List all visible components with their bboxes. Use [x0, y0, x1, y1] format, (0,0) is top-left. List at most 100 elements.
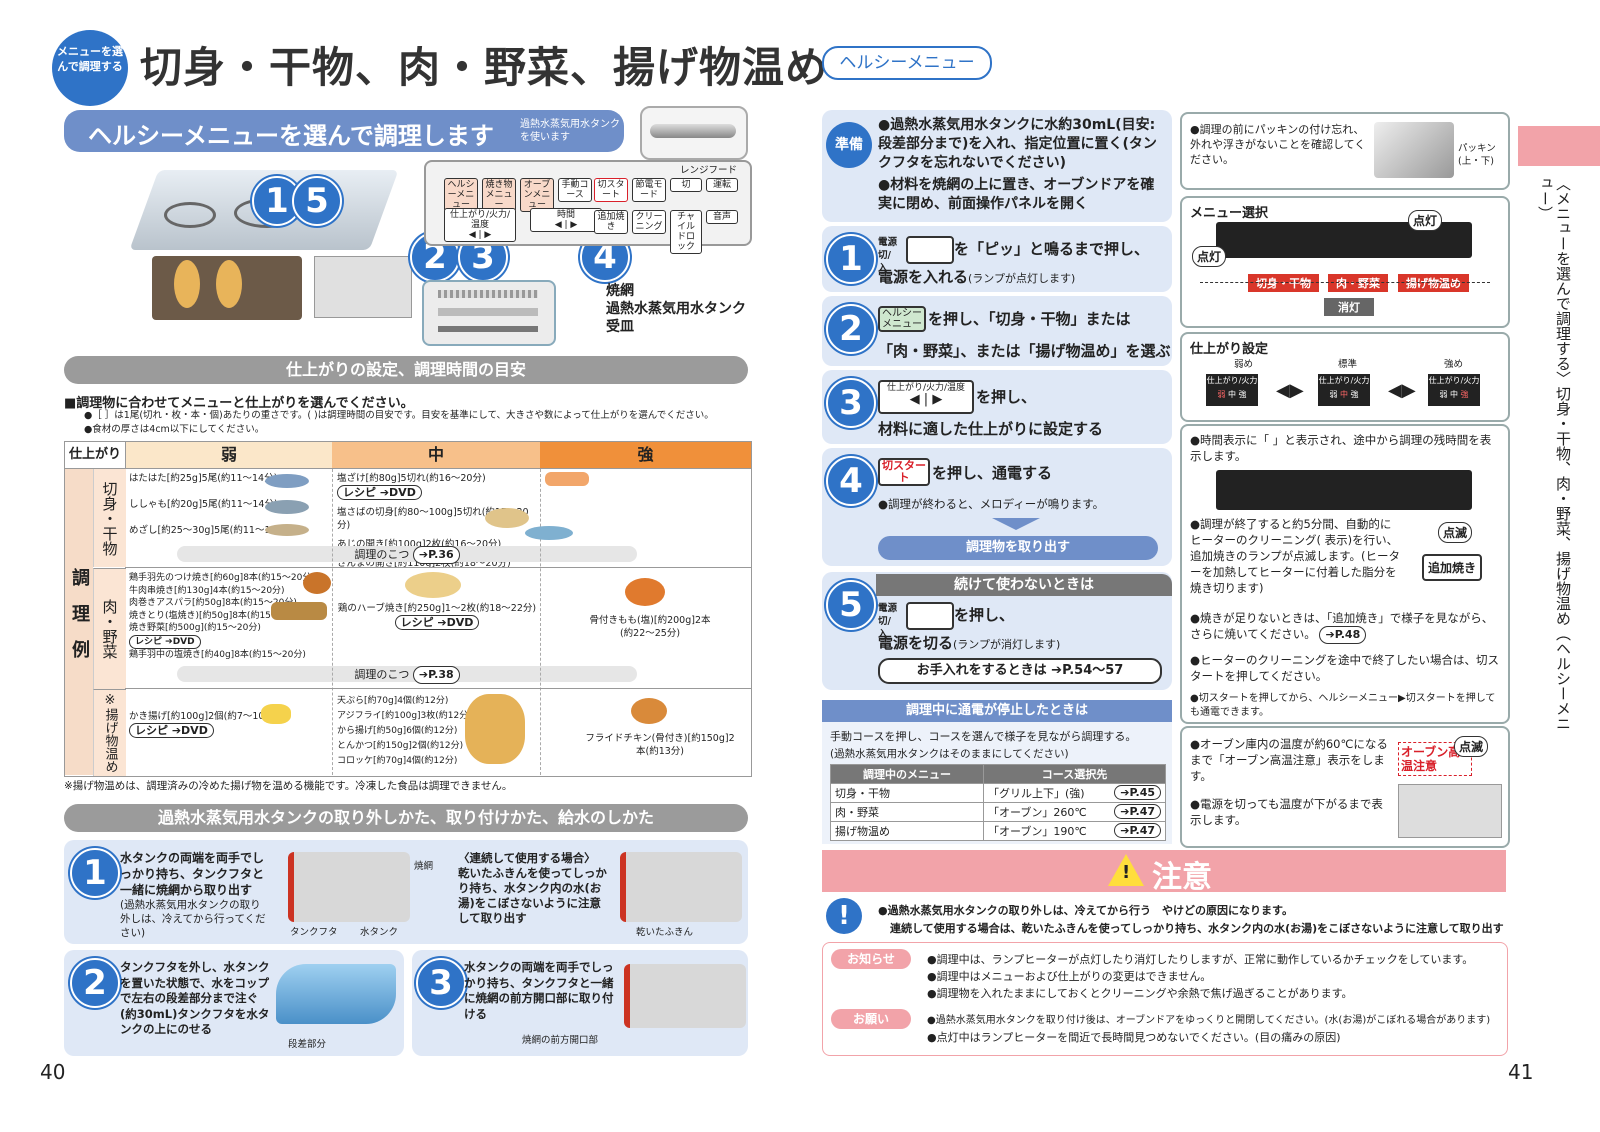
oven-label-tray: 受皿 — [606, 319, 634, 335]
recipe-dvd-badge[interactable]: レシピ ➔DVD — [337, 485, 422, 500]
step-number: 2 — [70, 958, 120, 1008]
page-number-right: 41 — [1508, 1060, 1534, 1084]
finish-key[interactable]: 仕上がり/火力/温度◀ | ▶ — [878, 380, 974, 414]
fish-tip-bar: 調理のこつ ➔P.36 — [177, 546, 637, 564]
page-title: 切身・干物、肉・野菜、揚げ物温め — [140, 43, 829, 92]
recipe-dvd-badge[interactable]: レシピ ➔DVD — [394, 615, 480, 630]
page-number-left: 40 — [40, 1060, 66, 1084]
drumstick-image — [625, 578, 665, 606]
page-link[interactable]: ➔P.45 — [1114, 785, 1161, 800]
extra-bake-key[interactable]: 追加焼き — [594, 210, 628, 234]
finish-setting-box: 仕上がり設定 弱め 標準 強め 仕上がり/火力弱 中 強 ◀▶ 仕上がり/火力弱… — [1180, 332, 1510, 422]
voice-key[interactable]: 音声 — [706, 210, 738, 224]
meat-strong: 骨付きもも(塩)[約200g]2本(約22～25分) — [589, 615, 711, 639]
hood-label: レンジフード — [680, 165, 738, 176]
oven-label-tank: 過熱水蒸気用水タンク — [606, 301, 746, 317]
recipe-dvd-badge[interactable]: レシピ ➔DVD — [129, 723, 214, 738]
display-panel — [1398, 784, 1502, 838]
healthy-menu-key[interactable]: ヘルシーメニュー — [444, 178, 478, 212]
page-link[interactable]: ➔P.48 — [1319, 626, 1367, 644]
salmon-image — [545, 472, 589, 486]
step-number: 2 — [826, 304, 876, 354]
step-number: 3 — [416, 958, 466, 1008]
step-number: 3 — [826, 378, 876, 428]
tank-attach-image — [624, 964, 746, 1028]
callout-4: 4 — [580, 232, 630, 282]
step-number: 4 — [826, 456, 876, 506]
meat-tip-bar: 調理のこつ ➔P.38 — [177, 666, 637, 684]
yakimono-key[interactable]: 焼き物メニュー — [482, 178, 516, 212]
caution-line-1: ●過熱水蒸気用水タンクの取り外しは、冷えてから行う やけどの原因になります。 — [878, 904, 1293, 917]
blink-badge: 点滅 — [1454, 736, 1489, 757]
page-link[interactable]: ➔P.47 — [1114, 804, 1161, 819]
fried-mid-list: 天ぷら[約70g]4個(約12分) アジフライ[約100g]3枚(約12分) か… — [337, 696, 472, 766]
caution-banner: ! 注意 — [822, 850, 1506, 895]
prep-label: 準備 — [826, 122, 872, 168]
tip-page-link[interactable]: ➔P.36 — [412, 546, 460, 564]
step-5-panel: 続けて使わないときは 5 電源切/入 を押し、 電源を切る(ランプが消灯します)… — [822, 572, 1172, 690]
table-col-strong: 強 — [540, 442, 751, 469]
oven-warning-display: オーブン高温注意 — [1398, 742, 1472, 776]
eco-key[interactable]: 節電モード — [632, 178, 666, 202]
oven-temp-box: ●オーブン庫内の温度が約60℃になるまで「オーブン高温注意」表示をします。 ●電… — [1180, 726, 1510, 848]
meat-weak-list: 鶏手羽先のつけ焼き[約60g]8本(約15～20分) 牛肉串焼き[約130g]4… — [129, 573, 315, 660]
table-col-weak: 弱 — [126, 442, 332, 469]
warning-mark: ! — [1122, 862, 1131, 883]
manual-course-key[interactable]: 手動コース — [558, 178, 592, 202]
prep-panel: 準備 ●過熱水蒸気用水タンクに水約30mL(目安:段差部分まで)を入れ、指定位置… — [822, 110, 1172, 222]
step-3-panel: 3 仕上がり/火力/温度◀ | ▶ を押し、 材料に適した仕上がりに設定する — [822, 370, 1172, 444]
menu-select-box: メニュー選択 点灯 点灯 切身・干物 肉・野菜 揚げ物温め 消灯 — [1180, 196, 1510, 328]
lit-badge: 点灯 — [1408, 210, 1443, 231]
both-arrows-icon: ◀▶ — [1388, 380, 1416, 401]
range-illustration — [124, 160, 424, 350]
water-tank-image — [640, 106, 748, 160]
oven-menu-key[interactable]: オーブンメニュー — [520, 178, 554, 212]
step-4-panel: 4 切スタート を押し、通電する ●調理が終わると、メロディーが鳴ります。 調理… — [822, 448, 1172, 566]
row-label-meat: 肉・野菜 — [93, 568, 126, 689]
finish-key[interactable]: 仕上がり/火力/温度◀ | ▶ — [444, 208, 516, 242]
recipe-dvd-badge[interactable]: レシピ ➔DVD — [129, 634, 201, 649]
callout-5: 5 — [292, 176, 342, 226]
healthy-menu-key[interactable]: ヘルシーメニュー — [878, 306, 926, 332]
water-pour-image — [276, 964, 396, 1024]
tank-step-2: 2 タンクフタを外し、水タンクを置いた状態で、水をコップで左右の段差部分まで注ぐ… — [64, 950, 404, 1056]
guide-note-1: ●［ ］は1尾(切れ・枚・本・個)あたりの重さです。( )は調理時間の目安です。… — [84, 410, 714, 421]
power-key[interactable] — [906, 236, 954, 264]
guide-heading: ■調理物に合わせてメニューと仕上がりを選んでください。 — [64, 396, 414, 411]
row-group-label: 調理例 — [65, 469, 93, 775]
tank-step-3: 3 水タンクの両端を両手でしっかり持ち、タンクフタと一緒に焼網の前方開口部に取り… — [412, 950, 748, 1056]
guide-note-2: ●食材の厚さは4cm以下にしてください。 — [84, 424, 265, 435]
care-link[interactable]: お手入れをするときは ➔P.54～57 — [878, 658, 1162, 684]
child-lock-key[interactable]: チャイルドロック — [670, 210, 702, 254]
badge: メニューを選んで調理する — [52, 30, 128, 106]
blink-badge: 点滅 — [1438, 522, 1473, 543]
fries-image — [261, 704, 291, 724]
time-key[interactable]: 時間◀ | ▶ — [530, 208, 602, 232]
oven-interior-image — [422, 280, 556, 346]
table-row: 切身・干物「グリル上下」(強) ➔P.45 — [830, 783, 1166, 803]
caution-icon: ! — [826, 898, 862, 934]
cleaning-key[interactable]: クリーニング — [632, 210, 666, 234]
display-panel — [1216, 470, 1472, 510]
page-link[interactable]: ➔P.47 — [1114, 823, 1161, 838]
section-tab: ヘルシーメニュー — [822, 46, 992, 80]
fish-image — [265, 474, 309, 488]
step-2-panel: 2 ヘルシーメニュー を押し、「切身・干物」または 「肉・野菜」、または「揚げ物… — [822, 296, 1172, 366]
hood-run-key[interactable]: 運転 — [706, 178, 738, 192]
table-row: 揚げ物温め「オーブン」190℃ ➔P.47 — [830, 821, 1166, 841]
herb-chicken-image — [405, 572, 461, 598]
tempura-image — [465, 694, 525, 764]
hood-off-key[interactable]: 切 — [670, 178, 702, 192]
extra-bake-key[interactable]: 追加焼き — [1422, 554, 1483, 581]
notice-label: お知らせ — [831, 949, 911, 969]
start-key[interactable]: 切スタート — [878, 458, 930, 486]
table-footnote: ※揚げ物温めは、調理済みの冷めた揚げ物を温める機能です。冷凍した食品は調理できま… — [64, 780, 513, 792]
lit-badge: 点灯 — [1192, 246, 1227, 267]
fried-weak: かき揚げ[約100g]2個(約7～10分) レシピ ➔DVD — [129, 711, 278, 738]
cooking-table: 仕上がり 弱 中 強 調理例 切身・干物 はたはた[約25g]5尾(約11～14… — [64, 441, 752, 777]
table-row: 肉・野菜「オーブン」260℃ ➔P.47 — [830, 802, 1166, 822]
power-key[interactable] — [906, 602, 954, 630]
tip-page-link[interactable]: ➔P.38 — [412, 666, 460, 684]
start-key[interactable]: 切スタート — [594, 178, 628, 202]
notice-box: お知らせ ●調理中は、ランプヒーターが点灯したり消灯したりしますが、正常に動作し… — [822, 942, 1508, 1056]
